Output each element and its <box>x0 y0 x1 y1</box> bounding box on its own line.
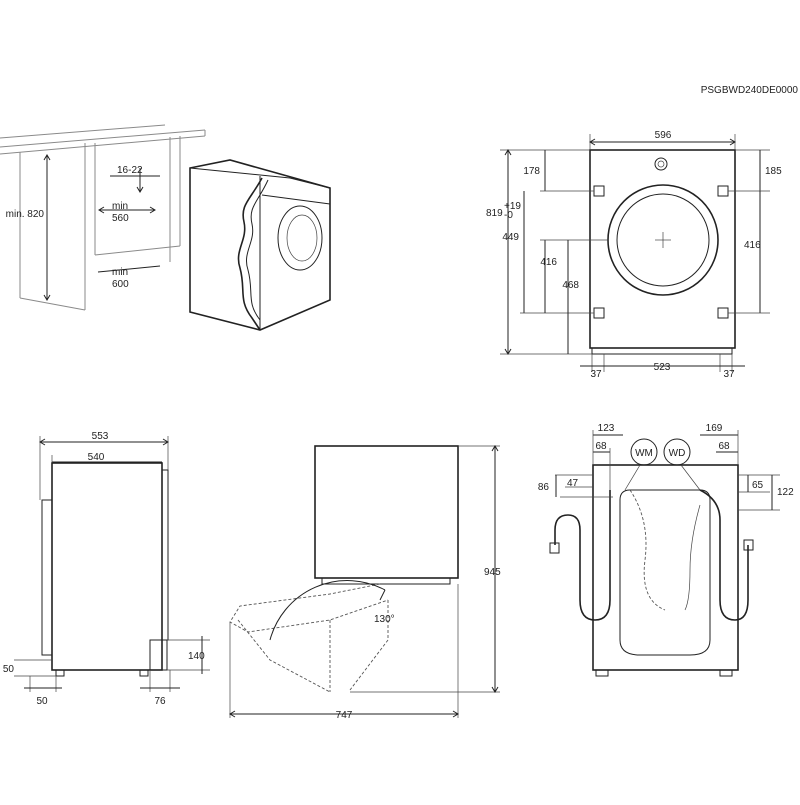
dim-min-height: min. 820 <box>6 209 45 220</box>
dim-back-169: 169 <box>706 423 723 434</box>
dim-side-540: 540 <box>88 452 105 463</box>
dim-side-553: 553 <box>92 431 109 442</box>
dim-front-416-left: 416 <box>540 257 557 268</box>
dim-back-65: 65 <box>752 480 764 491</box>
dim-front-top-left: 178 <box>523 166 540 177</box>
dim-back-123: 123 <box>598 423 615 434</box>
dim-back-68-left: 68 <box>595 441 607 452</box>
dim-front-width: 596 <box>655 130 672 141</box>
dim-front-bottom-right: 37 <box>723 369 735 380</box>
dim-front-416-right: 416 <box>744 240 761 251</box>
dim-back-86: 86 <box>538 482 550 493</box>
dim-min-width-value: 600 <box>112 279 129 290</box>
dim-side-140: 140 <box>188 651 205 662</box>
dim-front-468: 468 <box>562 280 579 291</box>
dim-side-50-left: 50 <box>3 664 15 675</box>
dim-front-height-tol-minus: -0 <box>504 210 513 221</box>
dim-door-angle: 130° <box>374 614 395 625</box>
side-view: 553 540 50 50 76 140 <box>3 431 210 707</box>
dim-front-bottom-left: 37 <box>590 369 602 380</box>
dim-front-height: 819 <box>486 208 503 219</box>
dim-door-height: 945 <box>484 567 501 578</box>
dim-front-top-right: 185 <box>765 166 782 177</box>
label-wm: WM <box>635 448 653 459</box>
dim-min-width-label: min <box>112 267 128 278</box>
back-view: WM WD 123 68 169 68 86 47 <box>538 423 794 677</box>
dim-min-depth-label: min <box>112 201 128 212</box>
dim-min-depth-value: 560 <box>112 213 129 224</box>
door-opening-view: 130° 945 747 <box>229 445 501 721</box>
dim-side-50-bottom: 50 <box>36 696 48 707</box>
dim-gap: 16-22 <box>117 165 143 176</box>
dim-back-122: 122 <box>777 487 794 498</box>
dim-front-449: 449 <box>502 232 519 243</box>
dim-back-68-right: 68 <box>718 441 730 452</box>
isometric-machine-view <box>189 159 331 331</box>
dim-door-total-depth: 747 <box>336 710 353 721</box>
label-wd: WD <box>669 448 686 459</box>
dim-back-47: 47 <box>567 478 579 489</box>
dim-front-height-tol-plus: +19 <box>504 201 521 212</box>
front-view: 596 178 185 819 +19 -0 449 416 468 416 <box>486 130 782 380</box>
dim-front-bottom-mid: 523 <box>654 362 671 373</box>
model-code: PSGBWD240DE0000 <box>701 85 799 96</box>
dim-side-76: 76 <box>154 696 166 707</box>
installation-niche-view: min. 820 16-22 min 560 min 600 <box>0 124 206 311</box>
